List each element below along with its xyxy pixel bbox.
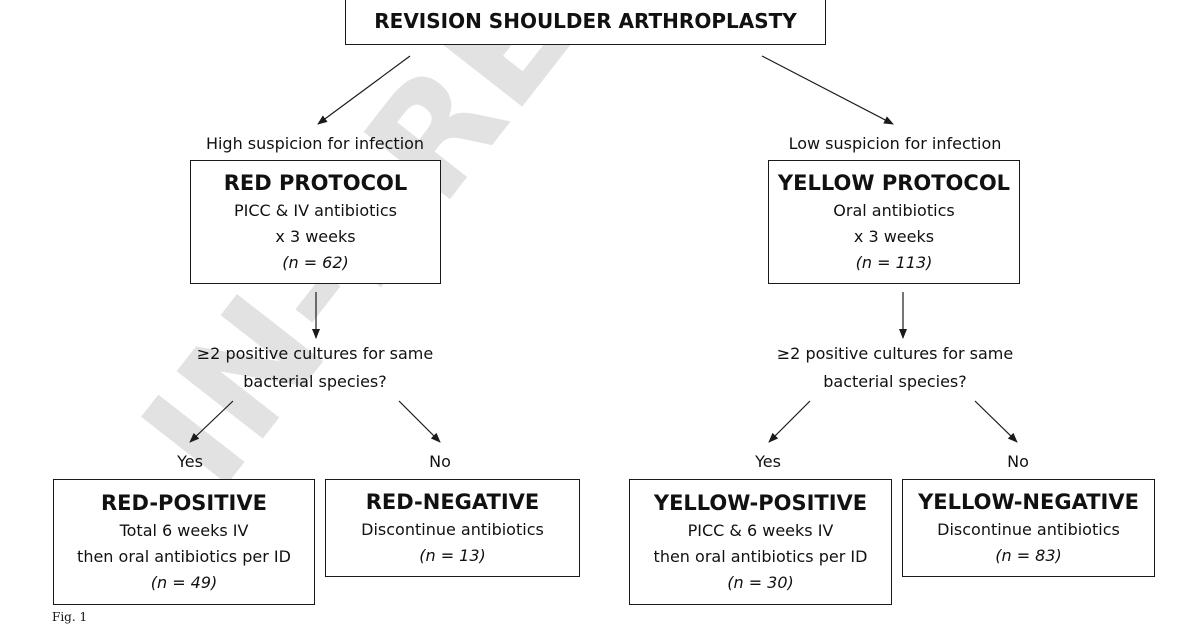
high-suspicion-label: High suspicion for infection — [205, 134, 425, 153]
yellow-protocol-box: YELLOW PROTOCOL Oral antibiotics x 3 wee… — [768, 160, 1020, 284]
yellow-protocol-count: (n = 113) — [855, 253, 933, 272]
red-positive-box: RED-POSITIVE Total 6 weeks IV then oral … — [53, 479, 315, 605]
yellow-negative-box: YELLOW-NEGATIVE Discontinue antibiotics … — [902, 479, 1155, 577]
red-positive-line1: Total 6 weeks IV — [119, 521, 249, 540]
yellow-question: ≥2 positive cultures for same bacterial … — [755, 340, 1035, 396]
red-negative-count: (n = 13) — [419, 546, 486, 565]
yellow-positive-line2: then oral antibiotics per ID — [653, 547, 868, 566]
yellow-positive-title: YELLOW-POSITIVE — [653, 491, 868, 515]
yellow-negative-count: (n = 83) — [995, 546, 1062, 565]
red-negative-box: RED-NEGATIVE Discontinue antibiotics (n … — [325, 479, 580, 577]
red-yes-label: Yes — [177, 452, 203, 471]
low-suspicion-label: Low suspicion for infection — [788, 134, 1002, 153]
red-question-line1: ≥2 positive cultures for same — [196, 344, 434, 363]
top-node-title: REVISION SHOULDER ARTHROPLASTY — [374, 8, 797, 33]
arrow-yellow-no — [974, 400, 1018, 443]
red-protocol-count: (n = 62) — [282, 253, 349, 272]
red-protocol-box: RED PROTOCOL PICC & IV antibiotics x 3 w… — [190, 160, 441, 284]
yellow-negative-title: YELLOW-NEGATIVE — [918, 490, 1139, 514]
yellow-positive-box: YELLOW-POSITIVE PICC & 6 weeks IV then o… — [629, 479, 892, 605]
yellow-positive-count: (n = 30) — [727, 573, 794, 592]
arrow-top-to-red — [317, 55, 411, 125]
red-negative-line1: Discontinue antibiotics — [361, 520, 544, 539]
arrow-red-no — [398, 400, 441, 443]
red-positive-count: (n = 49) — [150, 573, 218, 592]
red-negative-title: RED-NEGATIVE — [365, 490, 540, 514]
arrow-top-to-yellow — [761, 55, 894, 125]
figure-caption: Fig. 1 — [52, 610, 88, 624]
arrow-yellow-yes — [768, 400, 811, 443]
red-positive-title: RED-POSITIVE — [101, 491, 267, 515]
yellow-protocol-line1: Oral antibiotics — [833, 201, 955, 220]
top-node-box: REVISION SHOULDER ARTHROPLASTY — [345, 0, 826, 45]
yellow-yes-label: Yes — [755, 452, 781, 471]
red-protocol-line2: x 3 weeks — [275, 227, 356, 246]
yellow-question-line1: ≥2 positive cultures for same — [776, 344, 1014, 363]
yellow-no-label: No — [1007, 452, 1029, 471]
arrow-red-yes — [189, 400, 234, 443]
yellow-positive-line1: PICC & 6 weeks IV — [687, 521, 834, 540]
yellow-protocol-title: YELLOW PROTOCOL — [777, 171, 1011, 195]
red-positive-line2: then oral antibiotics per ID — [77, 547, 291, 566]
red-protocol-title: RED PROTOCOL — [223, 171, 408, 195]
red-question-line2: bacterial species? — [243, 372, 387, 391]
red-no-label: No — [429, 452, 451, 471]
yellow-question-line2: bacterial species? — [823, 372, 967, 391]
red-protocol-line1: PICC & IV antibiotics — [233, 201, 397, 220]
red-question: ≥2 positive cultures for same bacterial … — [175, 340, 455, 396]
yellow-negative-line1: Discontinue antibiotics — [937, 520, 1120, 539]
yellow-protocol-line2: x 3 weeks — [853, 227, 935, 246]
